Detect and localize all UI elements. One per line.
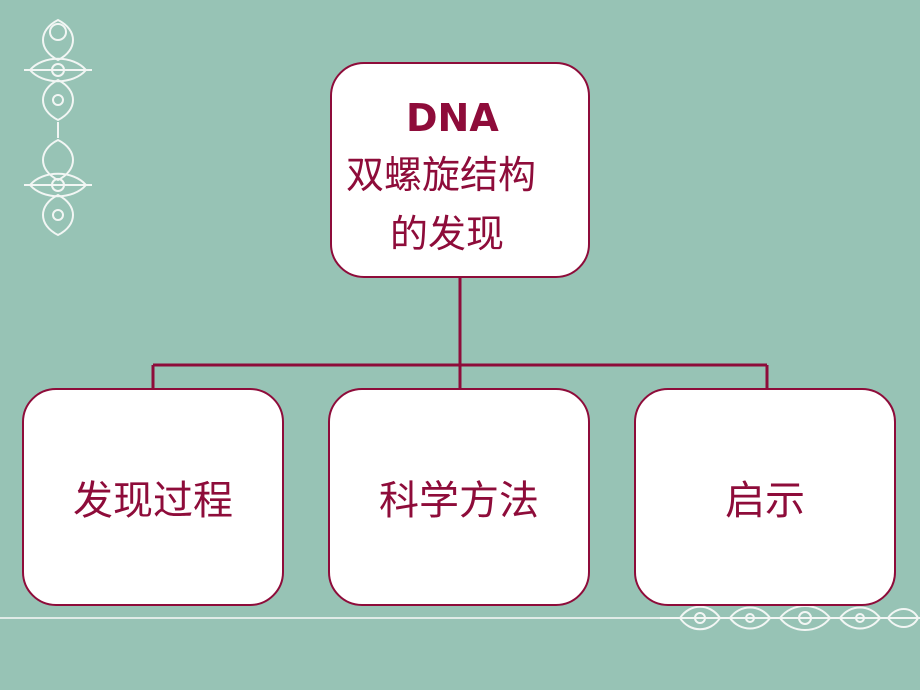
root-node: DNA 双螺旋结构 的发现 (330, 62, 590, 278)
child-node-scientific-method: 科学方法 (328, 388, 590, 606)
bottom-divider (0, 617, 665, 619)
child-node-label: 发现过程 (73, 478, 233, 524)
floral-ornament-bottom (660, 605, 920, 631)
floral-ornament-left (24, 18, 92, 237)
child-node-discovery-process: 发现过程 (22, 388, 284, 606)
child-node-label: 科学方法 (379, 478, 539, 524)
child-node-label: 启示 (725, 478, 805, 524)
root-title-line3: 的发现 (390, 212, 505, 256)
child-node-inspiration: 启示 (634, 388, 896, 606)
root-title-line2: 双螺旋结构 (346, 153, 537, 197)
root-title-line1: DNA (406, 96, 499, 140)
